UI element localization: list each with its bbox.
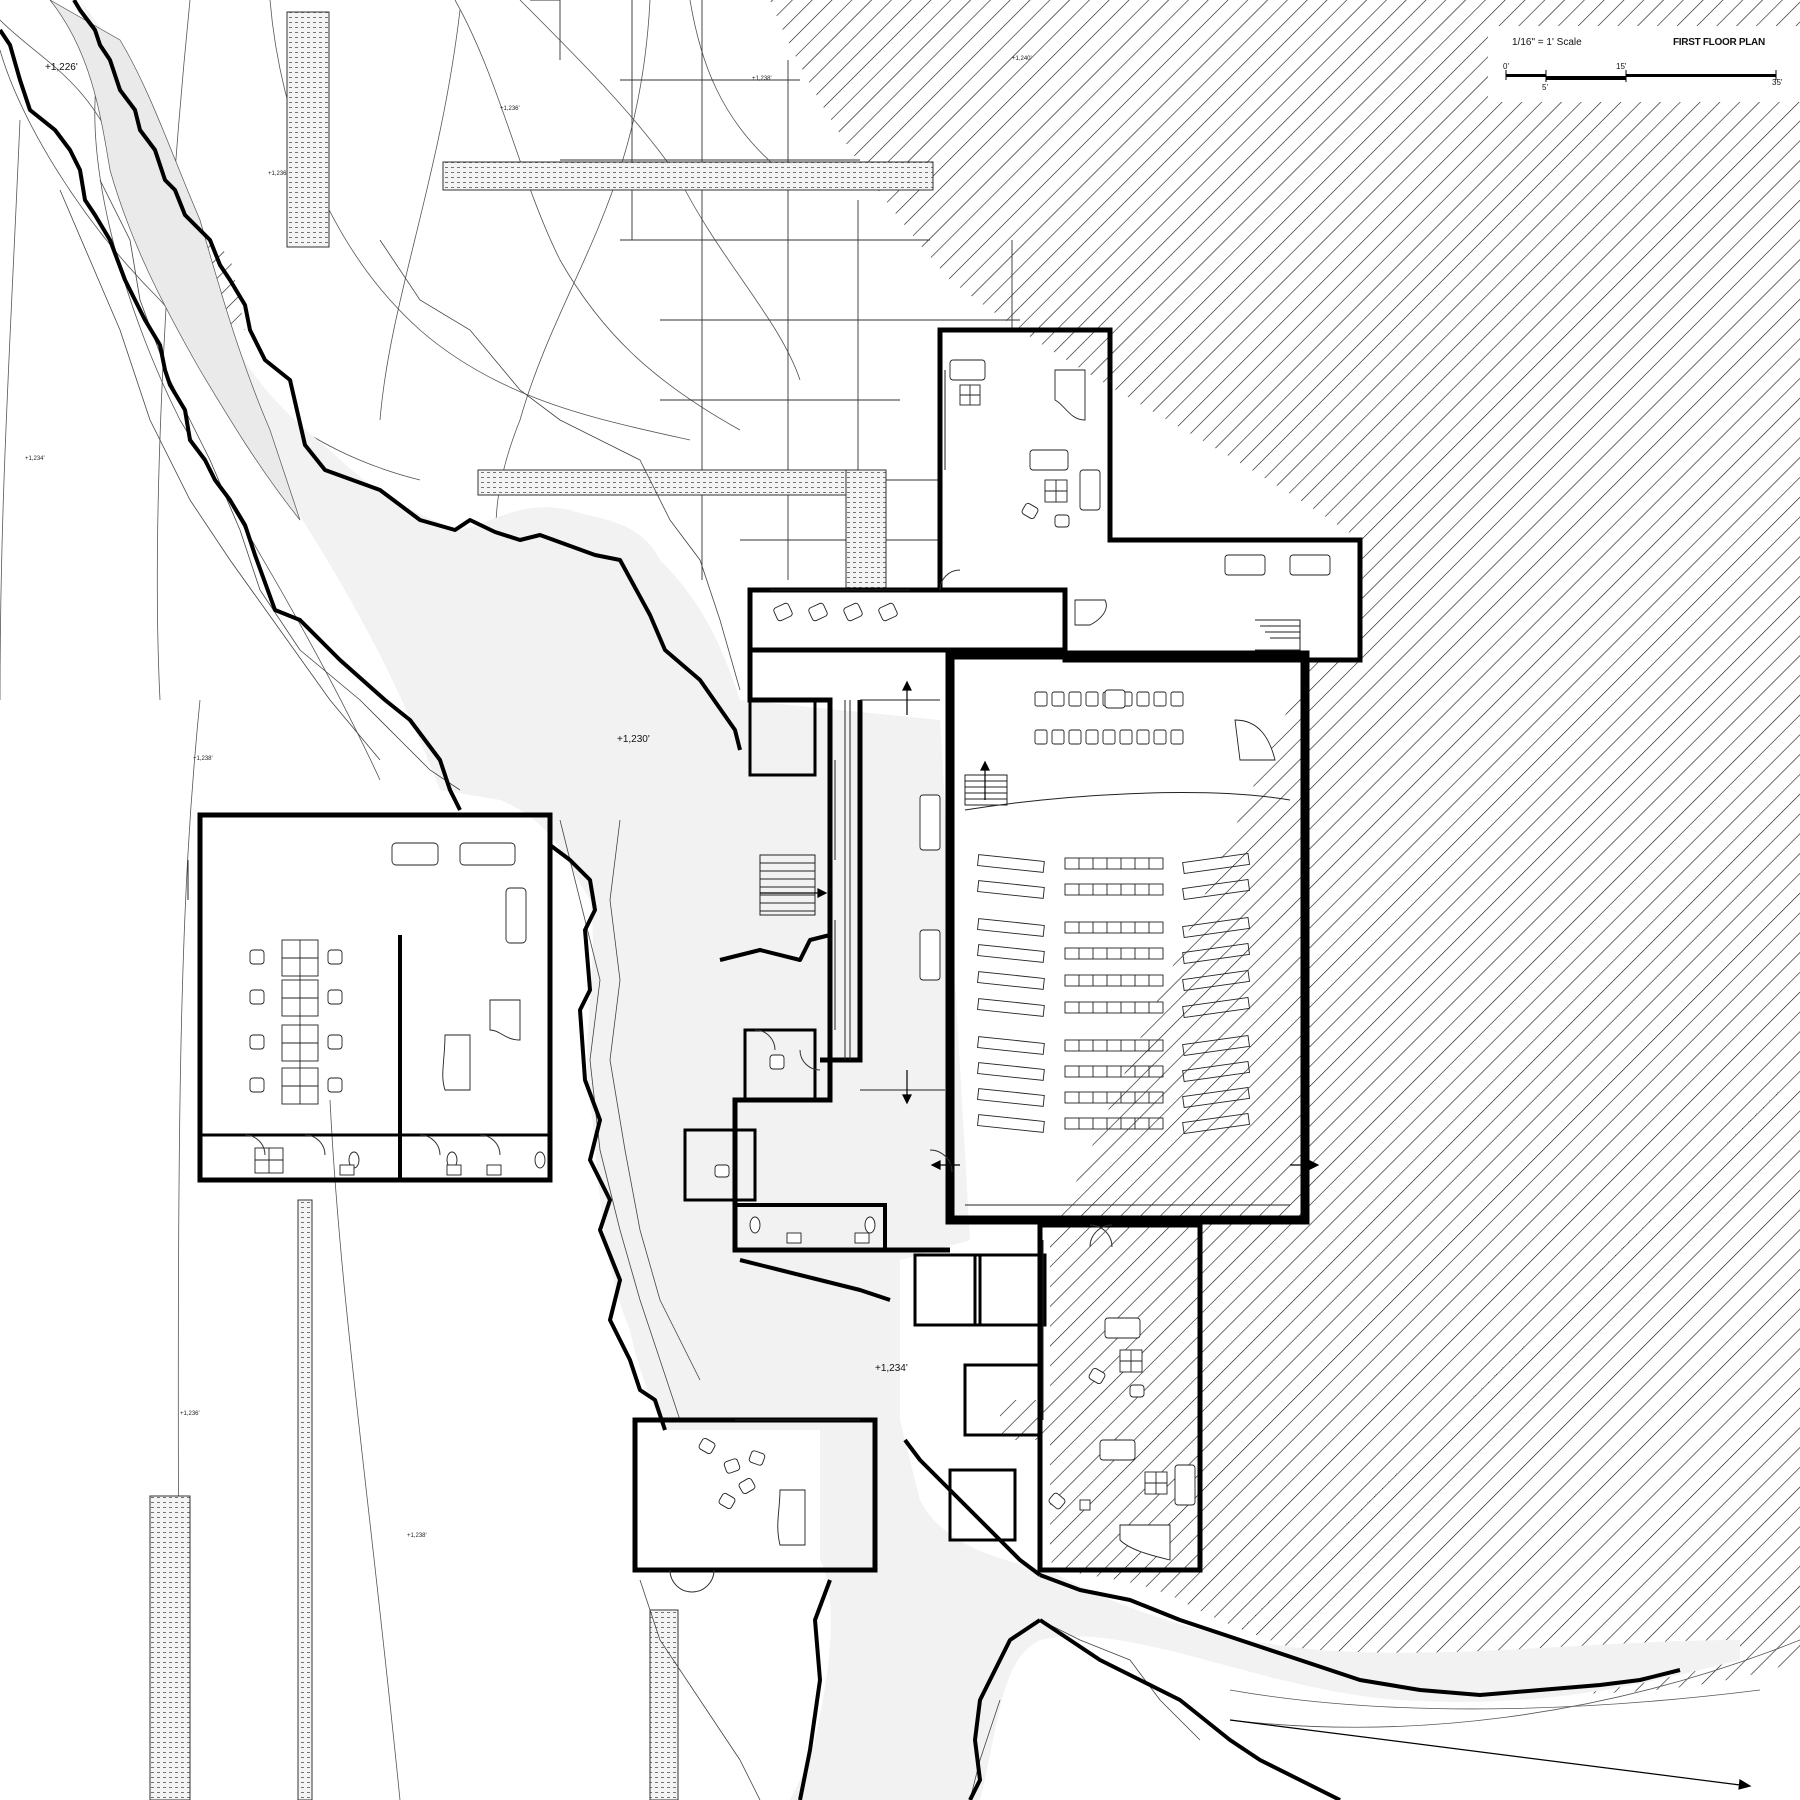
seat-row-center (1064, 1039, 1164, 1052)
orchestra-chair (1085, 691, 1099, 707)
orchestra-chair (1051, 729, 1065, 745)
orchestra-chair (1153, 691, 1167, 707)
orchestra-chair (1153, 729, 1167, 745)
armchairs (698, 502, 1145, 1510)
seat-row-right (1182, 942, 1251, 965)
seat-row-right (1182, 1112, 1251, 1135)
plan-title: FIRST FLOOR PLAN (1673, 37, 1765, 48)
stage-stair (964, 774, 1008, 806)
orchestra-chair (1170, 729, 1184, 745)
contour-label: +1,238' (752, 76, 772, 82)
orchestra-chair (1034, 691, 1048, 707)
seat-row-left (977, 1062, 1045, 1081)
seat-row-right (1182, 1086, 1251, 1109)
seat-row-center (1064, 857, 1164, 870)
scale-tick: 15' (1616, 62, 1627, 71)
seat-row-left (977, 998, 1045, 1017)
stone-paths (149, 11, 934, 1800)
seat-row-center (1064, 921, 1164, 934)
elevation-label-mid: +1,230' (617, 734, 650, 745)
seat-row-center (1064, 947, 1164, 960)
site-boundary (0, 0, 1681, 1800)
contour-label: +1,236' (500, 106, 520, 112)
orchestra-chair (1068, 691, 1082, 707)
contour-label: +1,238' (407, 1533, 427, 1539)
hatched-hillside (770, 0, 1800, 1694)
contour-label: +1,236' (268, 171, 288, 177)
seat-row-center (1064, 1117, 1164, 1130)
windows-grid (254, 384, 1168, 1511)
seat-row-left (977, 1114, 1045, 1133)
study-tables (281, 939, 319, 1105)
river-channel (80, 0, 1740, 1800)
orchestra-chair (1051, 691, 1065, 707)
direction-arrows (760, 680, 1752, 1790)
seat-row-left (977, 1036, 1045, 1055)
seat-row-center (1064, 1065, 1164, 1078)
seat-row-center (1064, 974, 1164, 987)
seat-row-left (977, 880, 1045, 899)
sofas (391, 359, 1331, 1506)
orchestra-chair (1119, 729, 1133, 745)
seat-row-right (1182, 852, 1251, 875)
orchestra-chair (1136, 691, 1150, 707)
orchestra-chair (1068, 729, 1082, 745)
scale-tick: 0' (1503, 62, 1509, 71)
scale-bar (1505, 70, 1777, 82)
scale-tick: 35' (1772, 78, 1783, 87)
seat-row-center (1064, 1001, 1164, 1014)
chairs (249, 949, 343, 1093)
contour-label: +1,240' (1012, 56, 1032, 62)
seat-row-right (1182, 916, 1251, 939)
doors[interactable] (244, 569, 1113, 1593)
auditorium-seating (977, 691, 1251, 1135)
orchestra-chair (1034, 729, 1048, 745)
seat-row-right (1182, 878, 1251, 901)
scale-label: 1/16" = 1' Scale (1512, 37, 1582, 48)
building-walls (197, 327, 1363, 1573)
seat-row-left (977, 854, 1045, 873)
seat-row-right (1182, 969, 1251, 992)
orchestra-chair (1170, 691, 1184, 707)
contour-label: +1,234' (25, 456, 45, 462)
elevation-labels: +1,226' +1,230' +1,234' +1,234' +1,236' … (25, 56, 1032, 1539)
river-channel-inner (49, 0, 301, 521)
legend: 1/16" = 1' Scale FIRST FLOOR PLAN 0' 5' … (1488, 26, 1800, 102)
seat-row-left (977, 944, 1045, 963)
seat-row-center (1064, 1091, 1164, 1104)
contour-label: +1,238' (193, 756, 213, 762)
orchestra-chair (1085, 729, 1099, 745)
furniture (249, 359, 1331, 1561)
seat-row-right (1182, 996, 1251, 1019)
seat-row-right (1182, 1034, 1251, 1057)
contour-label: +1,236' (180, 1411, 200, 1417)
room-details (187, 370, 1301, 1421)
stepped-platform (1255, 619, 1301, 651)
seat-row-right (1182, 1060, 1251, 1083)
seat-row-left (977, 918, 1045, 937)
orchestra-chair (1136, 729, 1150, 745)
seat-row-center (1064, 883, 1164, 896)
toilets (339, 1151, 876, 1244)
elevation-label-top: +1,226' (45, 62, 78, 73)
scale-tick: 5' (1542, 83, 1548, 92)
grand-pianos (442, 369, 1276, 1561)
orchestra-chair (1102, 729, 1116, 745)
seat-row-left (977, 971, 1045, 990)
seat-row-left (977, 1088, 1045, 1107)
elevation-label-low: +1,234' (875, 1363, 908, 1374)
stair (759, 854, 816, 916)
